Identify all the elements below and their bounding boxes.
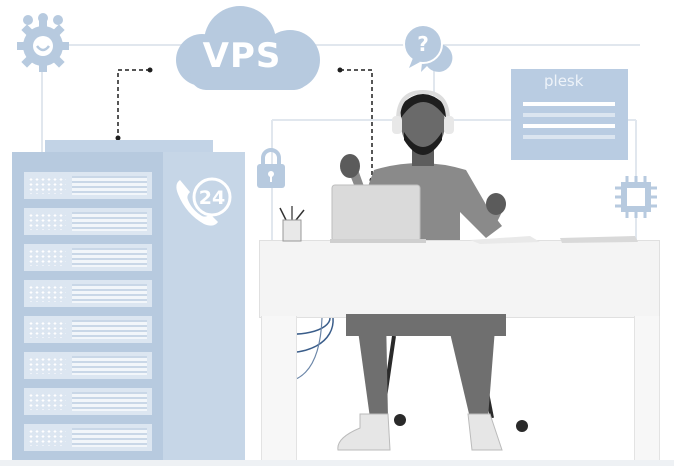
server-rack	[12, 152, 163, 466]
plesk-panel: plesk	[511, 69, 628, 160]
server-rack-side	[163, 152, 245, 466]
vps-cloud-icon	[176, 6, 320, 90]
question-chat-icon: ?	[403, 24, 453, 72]
panel-line	[523, 102, 615, 106]
desk-leg	[261, 316, 297, 460]
server-unit	[24, 172, 152, 199]
users-gear-icon	[17, 13, 69, 72]
rack-top	[45, 140, 213, 152]
cloud-label: VPS	[202, 36, 282, 76]
server-unit	[24, 280, 152, 307]
floor	[0, 460, 674, 466]
server-unit	[24, 208, 152, 235]
svg-text:?: ?	[417, 32, 429, 56]
laptop-icon	[330, 184, 426, 243]
desk-papers	[470, 236, 638, 244]
server-unit	[24, 352, 152, 379]
phone-24-icon: 24	[176, 177, 232, 226]
server-unit	[24, 316, 152, 343]
pen-cup-icon	[279, 206, 305, 242]
server-unit	[24, 244, 152, 271]
plesk-logo: plesk	[544, 72, 584, 90]
cpu-chip-icon	[615, 176, 657, 218]
lock-icon	[257, 148, 285, 188]
panel-line	[523, 124, 615, 128]
panel-line	[523, 135, 615, 139]
panel-line	[523, 113, 615, 117]
person-at-desk	[337, 89, 528, 451]
desk-top	[259, 240, 660, 318]
server-unit	[24, 424, 152, 451]
support-hours-label: 24	[199, 187, 225, 209]
desk-leg	[634, 316, 660, 460]
server-unit	[24, 388, 152, 415]
